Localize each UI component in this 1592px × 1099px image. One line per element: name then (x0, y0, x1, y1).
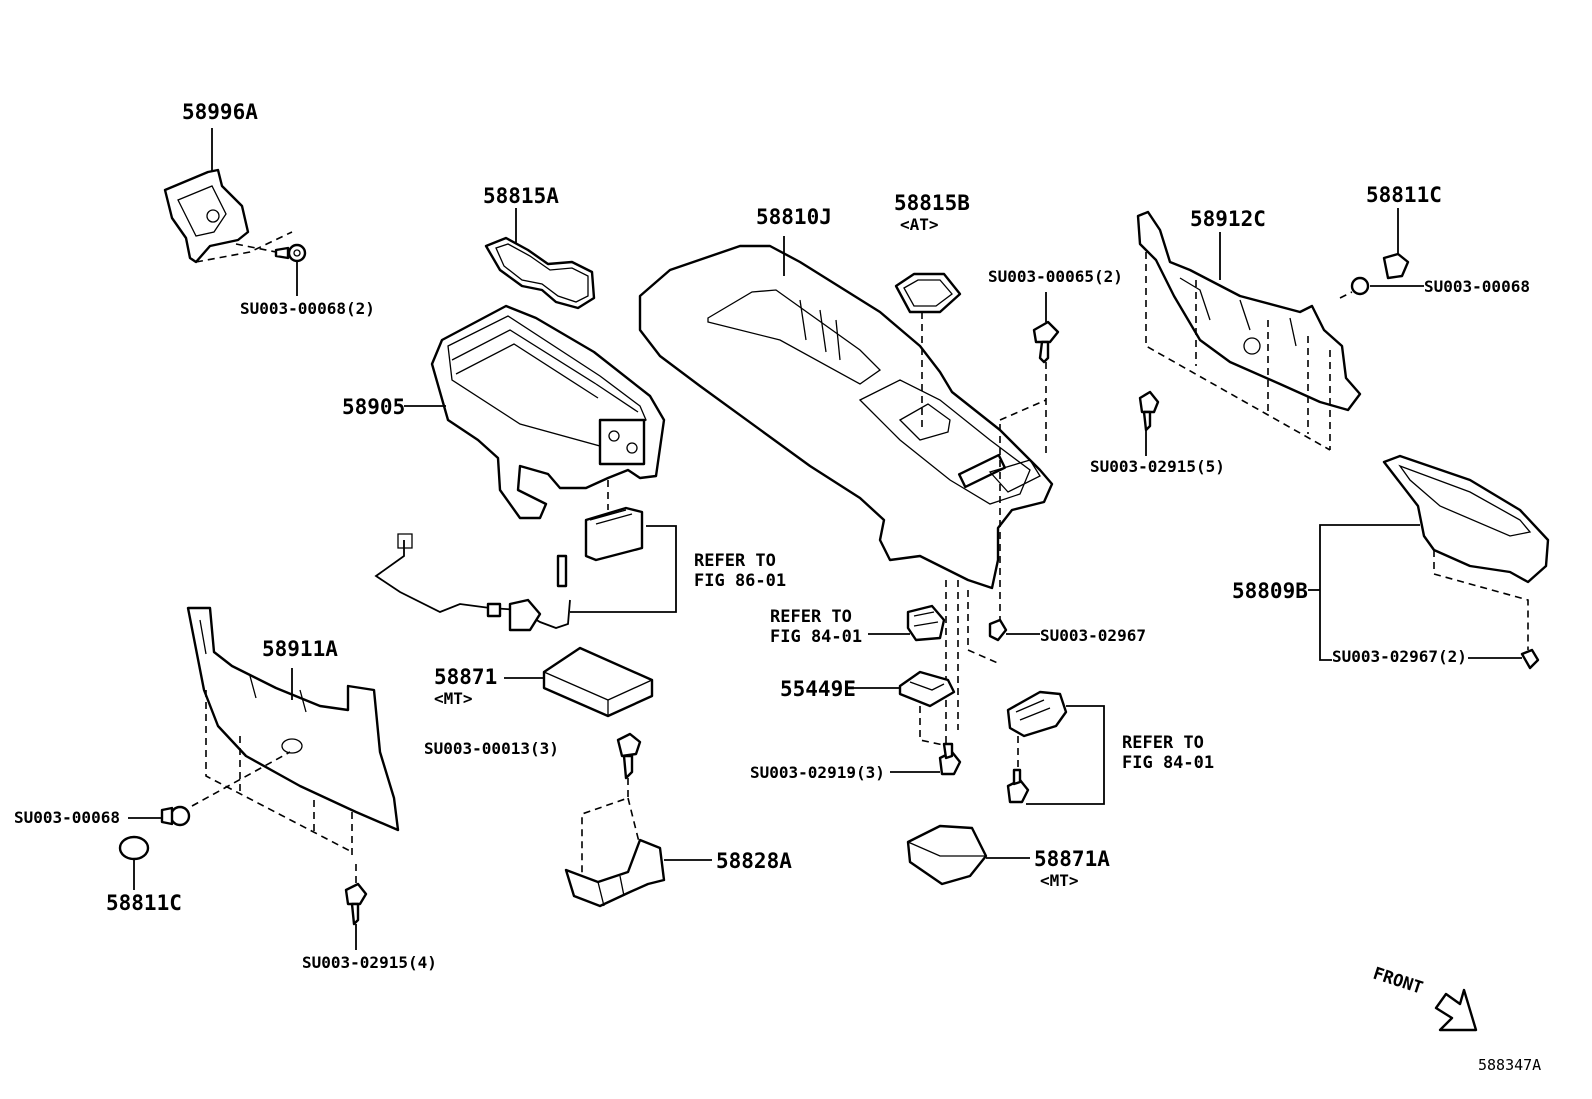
lower-panel-58911a (186, 606, 400, 860)
front-arrow-icon (1434, 988, 1478, 1032)
label-su003-00068-2: SU003-00068(2) (240, 299, 375, 318)
label-su003-02919-3: SU003-02919(3) (750, 763, 885, 782)
label-58871: 58871 (434, 665, 497, 689)
fastener-labels: SU003-00068(2) SU003-00065(2) SU003-0006… (14, 267, 1530, 972)
switch-assembly (1006, 690, 1105, 805)
label-58911a: 58911A (262, 637, 338, 661)
label-58996a: 58996A (182, 100, 258, 124)
label-58810j: 58810J (756, 205, 832, 229)
trim-58809b (1308, 454, 1550, 670)
ref-86-line1: REFER TO (694, 551, 776, 571)
block-58871 (504, 646, 654, 718)
label-su003-00068-right: SU003-00068 (1424, 277, 1530, 296)
note-58871: <MT> (434, 689, 473, 708)
label-58912c: 58912C (1190, 207, 1266, 231)
mat-58815a (484, 208, 596, 310)
mat-58815b (894, 272, 962, 432)
console-box-58905 (404, 304, 666, 520)
bracket-58828a (564, 732, 712, 908)
label-su003-02915-4: SU003-02915(4) (302, 953, 437, 972)
ref-84a-line1: REFER TO (770, 607, 852, 627)
ref-84b-line2: FIG 84-01 (1122, 753, 1214, 773)
ref-84a-line2: FIG 84-01 (770, 627, 862, 647)
label-58815b: 58815B (894, 191, 970, 215)
label-su003-02967: SU003-02967 (1040, 626, 1146, 645)
label-58815a: 58815A (483, 184, 559, 208)
label-58828a: 58828A (716, 849, 792, 873)
diagram-id: 588347A (1478, 1056, 1541, 1074)
label-su003-00013-3: SU003-00013(3) (424, 739, 559, 758)
label-su003-02915-5: SU003-02915(5) (1090, 457, 1225, 476)
label-su003-00068-left: SU003-00068 (14, 808, 120, 827)
ref-86-line2: FIG 86-01 (694, 571, 786, 591)
ref-84b-line1: REFER TO (1122, 733, 1204, 753)
console-screws (945, 292, 1060, 744)
label-58905: 58905 (342, 395, 405, 419)
label-58811c-top: 58811C (1366, 183, 1442, 207)
block-58871a (906, 824, 1030, 886)
side-panel-58912c (1136, 210, 1362, 456)
label-58871a: 58871A (1034, 847, 1110, 871)
label-su003-00065-2: SU003-00065(2) (988, 267, 1123, 286)
label-su003-02967-2: SU003-02967(2) (1332, 647, 1467, 666)
part-labels: 58996A 58815A 58810J 58815B <AT> 58912C … (106, 100, 1442, 915)
label-55449e: 55449E (780, 677, 856, 701)
label-58811c-bottom: 58811C (106, 891, 182, 915)
cap-58811c-top (1339, 208, 1424, 299)
center-console-58810j (638, 236, 1054, 590)
note-58871a: <MT> (1040, 871, 1079, 890)
label-58809b: 58809B (1232, 579, 1308, 603)
note-58815b: <AT> (900, 215, 939, 234)
bracket-55449e (852, 604, 962, 776)
reference-labels: REFER TO FIG 86-01 REFER TO FIG 84-01 RE… (694, 551, 1214, 773)
lower-left-fasteners (118, 805, 368, 950)
front-label: FRONT (1370, 964, 1425, 999)
wire-harness (374, 506, 677, 632)
bracket-58996a (163, 128, 307, 296)
